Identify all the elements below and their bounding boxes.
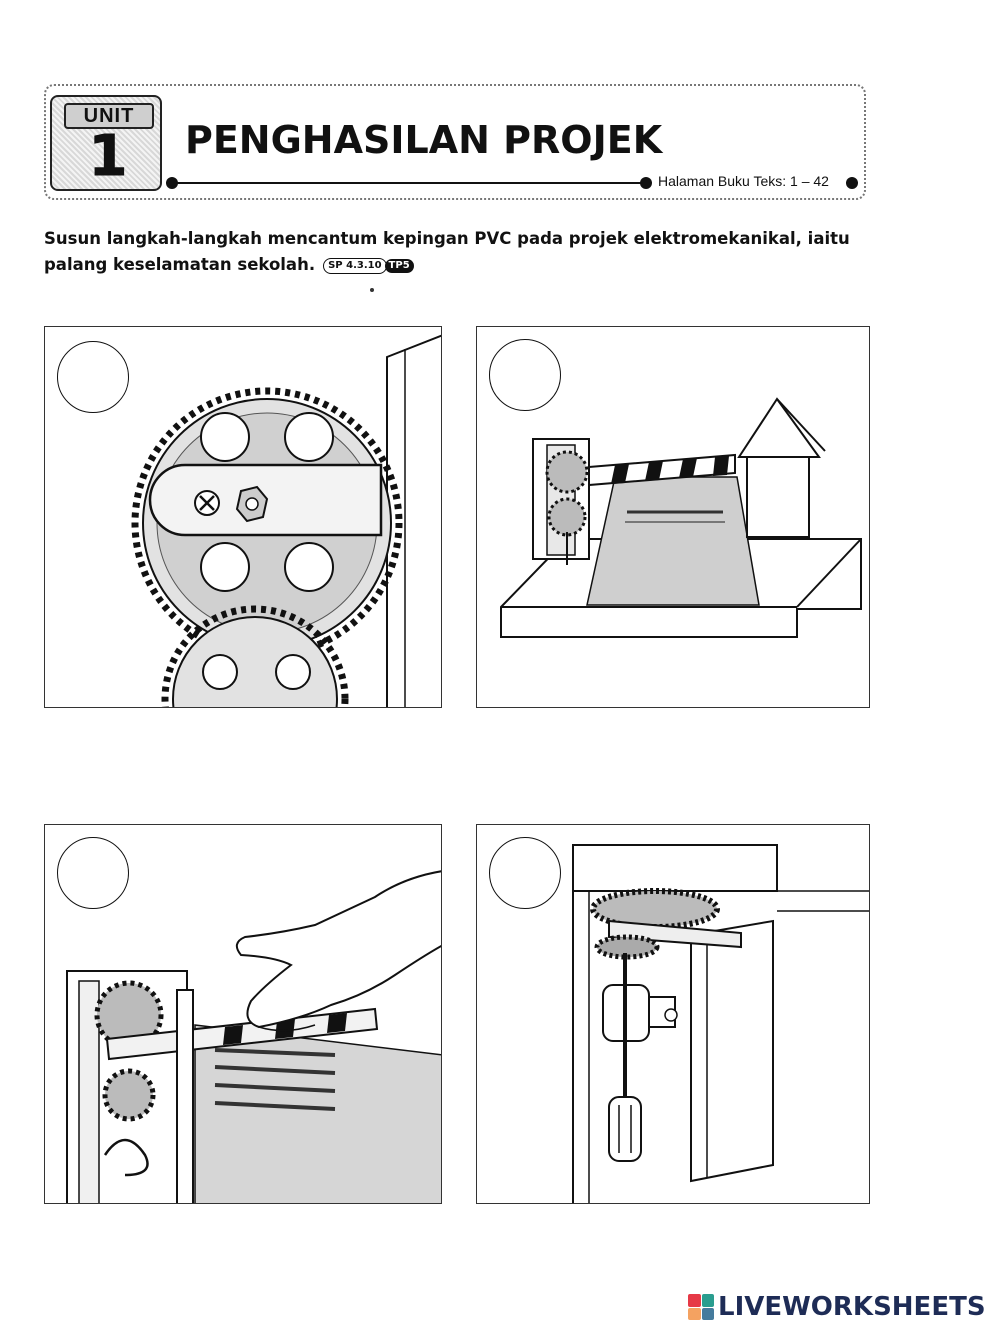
bullet-dot xyxy=(640,177,652,189)
textbook-page-reference: Halaman Buku Teks: 1 – 42 xyxy=(658,173,829,189)
panel-barrier-model xyxy=(476,326,870,708)
panel-screwdriver xyxy=(476,824,870,1204)
gear-closeup-illustration xyxy=(131,334,441,707)
answer-circle-d[interactable] xyxy=(489,837,561,909)
scan-speck xyxy=(370,288,374,292)
screwdriver-illustration xyxy=(572,844,869,1203)
title-underline xyxy=(170,182,648,184)
brand-name: LIVEWORKSHEETS xyxy=(718,1292,986,1322)
unit-badge: UNIT 1 xyxy=(50,95,162,191)
liveworksheets-logo: LIVEWORKSHEETS xyxy=(688,1292,986,1322)
brand-grid-icon xyxy=(688,1294,714,1320)
bullet-dot xyxy=(846,177,858,189)
panel-hand-attaching xyxy=(44,824,442,1204)
hand-attaching-illustration xyxy=(66,870,441,1203)
bullet-dot xyxy=(166,177,178,189)
unit-label: UNIT xyxy=(64,103,154,129)
page-title: PENGHASILAN PROJEK xyxy=(185,118,663,162)
header-frame xyxy=(44,84,866,200)
instruction-text: Susun langkah-langkah mencantum kepingan… xyxy=(44,226,874,278)
tp-level-badge: TP5 xyxy=(384,259,414,273)
answer-circle-a[interactable] xyxy=(57,341,129,413)
answer-circle-b[interactable] xyxy=(489,339,561,411)
instruction-line-2: palang keselamatan sekolah. xyxy=(44,255,316,274)
answer-circle-c[interactable] xyxy=(57,837,129,909)
instruction-line-1: Susun langkah-langkah mencantum kepingan… xyxy=(44,229,850,248)
panel-gear-closeup xyxy=(44,326,442,708)
sp-code-badge: SP 4.3.10 xyxy=(323,258,387,274)
unit-number: 1 xyxy=(88,124,128,189)
barrier-model-illustration xyxy=(500,397,862,638)
